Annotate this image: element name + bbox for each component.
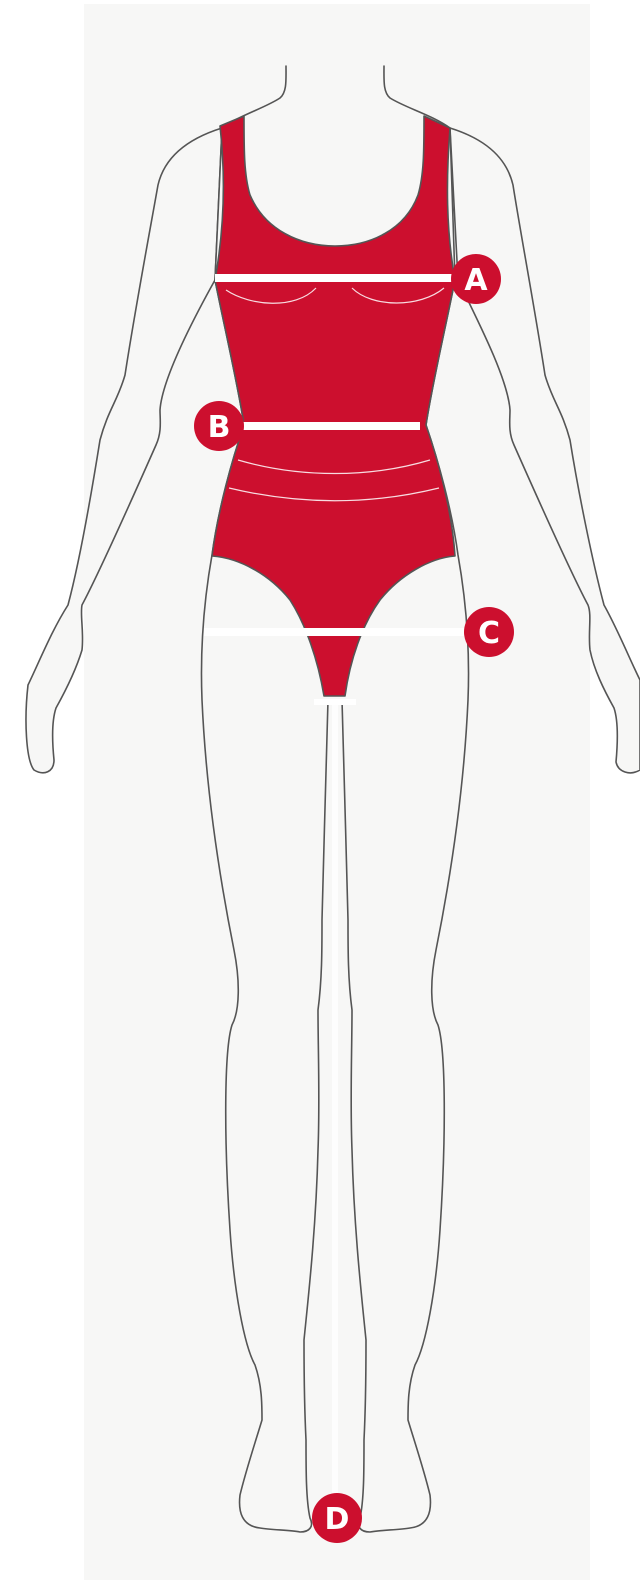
marker-a-label: A <box>464 263 488 298</box>
marker-c-label: C <box>478 616 500 651</box>
marker-b: B <box>194 401 244 451</box>
marker-d-label: D <box>325 1502 350 1537</box>
marker-c: C <box>464 607 514 657</box>
marker-a: A <box>451 254 501 304</box>
marker-d: D <box>312 1493 362 1543</box>
marker-b-label: B <box>208 410 231 445</box>
